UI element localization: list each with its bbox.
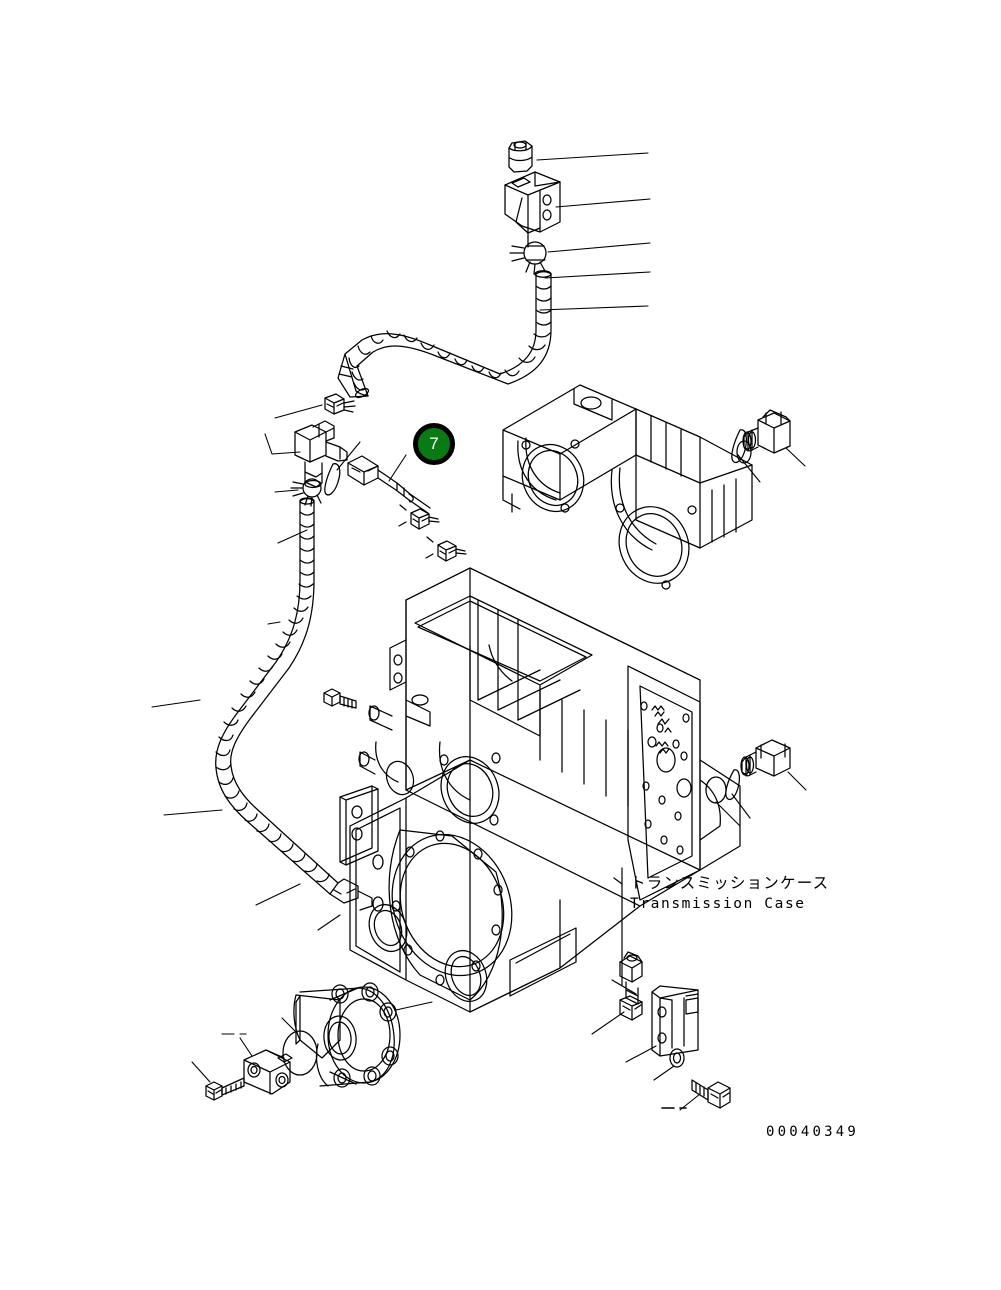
lower-hose-part bbox=[215, 497, 373, 911]
leader-bolt-flange bbox=[191, 1061, 211, 1083]
leader-o-ring-plug-right bbox=[737, 454, 761, 483]
bolt-bracket-right-part bbox=[691, 1079, 731, 1109]
connector-nut-upper-part bbox=[324, 393, 356, 415]
o-ring-sensor-part bbox=[725, 769, 740, 801]
tube-pipe-part bbox=[347, 455, 431, 514]
o-ring-plug-right-part bbox=[731, 429, 747, 464]
leader-tube-pipe bbox=[388, 454, 407, 482]
figure-number: 00040349 bbox=[766, 1124, 860, 1140]
o-ring-case-right-part bbox=[705, 776, 727, 804]
plug-fitting-right-part bbox=[742, 409, 791, 454]
leader-mounting-bracket-right bbox=[625, 1045, 657, 1063]
leader-plug-fitting-right bbox=[785, 447, 806, 467]
hose-clamp-upper-part bbox=[509, 241, 547, 275]
connector-nut-mid-lower-part bbox=[425, 536, 467, 562]
component-label-japanese: トランスミッションケース bbox=[630, 874, 830, 892]
bolt-left-upper-part bbox=[323, 688, 357, 709]
o-ring-elbow-part bbox=[324, 463, 341, 496]
callout-number: 7 bbox=[429, 434, 439, 453]
elbow-fitting-part bbox=[294, 420, 348, 489]
label-leader-line bbox=[611, 867, 637, 995]
component-label-english: Transmission Case bbox=[630, 896, 806, 912]
leader-o-ring-elbow bbox=[336, 441, 361, 471]
leader-valve-connector bbox=[591, 1011, 625, 1035]
upper-hose-part bbox=[337, 270, 552, 399]
retainer-clamp-part bbox=[243, 1049, 293, 1095]
bolt-flange-part bbox=[205, 1077, 245, 1101]
leader-o-ring-sensor bbox=[731, 793, 751, 819]
output-flange-yoke-part bbox=[293, 982, 401, 1088]
leader-sensor-switch bbox=[787, 771, 807, 791]
valve-connector-part bbox=[619, 951, 643, 1021]
leader-output-flange-yoke bbox=[395, 1001, 433, 1011]
leader-lines-top bbox=[536, 152, 651, 311]
leader-lines-upper-left bbox=[151, 404, 341, 931]
hose-bracket-part bbox=[504, 171, 561, 248]
leader-o-ring-flange bbox=[281, 1017, 297, 1033]
mounting-bracket-right-part bbox=[651, 985, 699, 1057]
washer-bracket-right-part bbox=[669, 1048, 685, 1068]
leader-retainer-clamp bbox=[239, 1037, 253, 1057]
transmission-case-part bbox=[349, 384, 753, 1013]
mounting-bracket-left-part bbox=[339, 785, 379, 866]
o-ring-flange-part bbox=[282, 1030, 318, 1076]
leader-o-ring-case-right bbox=[715, 801, 741, 827]
sensor-switch-part bbox=[740, 739, 791, 777]
callout-balloon-7[interactable]: 7 bbox=[413, 423, 455, 465]
cap-nut-part bbox=[508, 140, 533, 173]
leader-washer-bracket-right bbox=[653, 1065, 675, 1081]
connector-nut-mid-upper-part bbox=[398, 504, 440, 530]
